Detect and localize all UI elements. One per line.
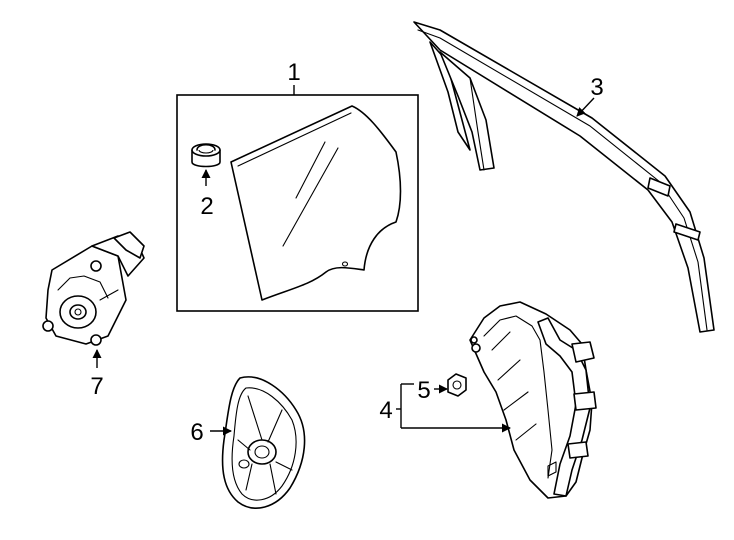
glass-group-frame [176,94,419,312]
leader-line-3 [576,97,595,117]
motor-output-shaft [69,304,87,320]
glass-reflection-line [295,141,326,199]
glass-run-channel [413,21,715,333]
glass-mount-hole [341,261,349,267]
window-regulator [469,301,597,499]
glass-bushing [191,143,221,168]
door-glass-group: 1 2 [176,59,419,312]
callout-7: 7 [90,373,103,400]
glass-inner-edge [237,112,352,167]
motor-mount-boss [90,334,102,346]
callout-5: 5 [417,377,430,404]
motor-mount-boss [42,320,54,332]
callout-2: 2 [200,193,213,220]
glass-reflection-line [282,147,339,247]
regulator-cover [221,376,306,509]
regulator-stud [470,336,478,344]
door-glass [230,105,402,301]
cover-center-hub [247,439,277,465]
motor-mount-boss [90,260,102,272]
callout-1: 1 [287,59,300,86]
callout-3: 3 [590,74,603,101]
regulator-stud [471,343,481,353]
window-motor [42,231,145,346]
callout-6: 6 [190,419,203,446]
regulator-nut [447,373,467,397]
callout-4: 4 [379,397,392,424]
